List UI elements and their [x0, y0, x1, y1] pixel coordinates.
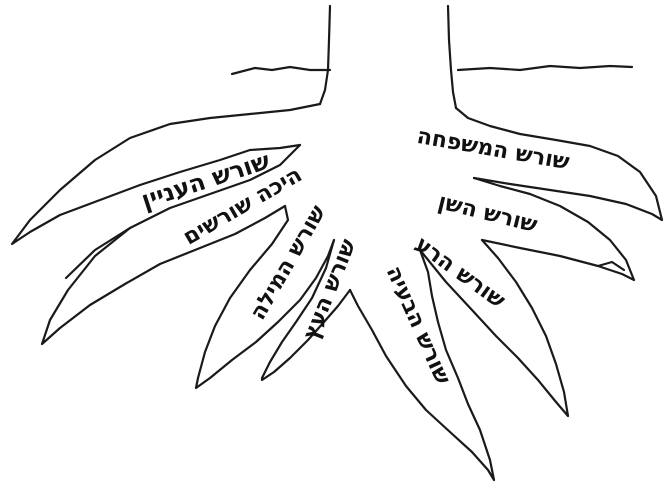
label-root-evil: שורש הרע: [410, 232, 510, 314]
ground-line-right: [458, 66, 632, 70]
trunk-right-edge: [448, 6, 456, 108]
ground-line-left: [232, 67, 330, 74]
label-root-family: שורש המשפחה: [415, 124, 572, 175]
trunk-left-edge: [320, 6, 330, 104]
label-root-tooth: שורש השן: [435, 189, 540, 238]
root-hair-right: [598, 262, 624, 270]
